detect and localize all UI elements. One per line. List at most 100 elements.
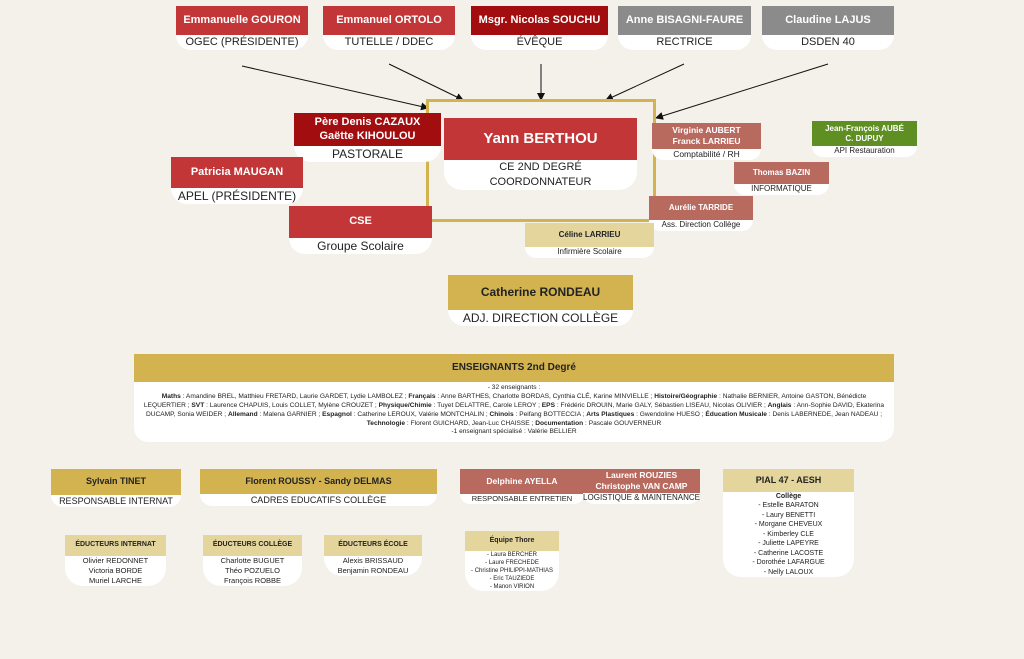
card-line: RESPONSABLE ENTRETIEN — [471, 494, 573, 503]
card-line: Groupe Scolaire — [317, 239, 404, 253]
card-line: LOGISTIQUE & MAINTENANCE — [583, 493, 700, 502]
subject-label: Histoire/Géographie — [654, 392, 718, 400]
card-line: Olivier REDONNET — [82, 556, 149, 565]
card-line: PASTORALE — [332, 147, 403, 161]
subject-label: Espagnol — [322, 410, 352, 418]
card-body: - Laura BERCHER- Laure FRECHEDE- Christi… — [465, 551, 559, 592]
card-header: Patricia MAUGAN — [171, 157, 303, 188]
card-header: Père Denis CAZAUX Gaëtte KIHOULOU — [294, 113, 441, 146]
card-header: ÉDUCTEURS ÉCOLE — [324, 535, 422, 556]
card-line: OGEC (PRÉSIDENTE) — [185, 36, 299, 48]
card-line: CE 2ND DEGRÉ — [499, 161, 582, 173]
card-line: Collège — [775, 493, 802, 500]
card-line: API Restauration — [834, 146, 895, 155]
subject-label: Éducation Musicale — [705, 410, 767, 418]
card-body: Ass. Direction Collège — [649, 220, 753, 231]
subject-label: Arts Plastiques — [586, 410, 635, 418]
subject-teachers: Malena GARNIER — [263, 410, 317, 418]
card-line: INFORMATIQUE — [751, 184, 812, 193]
card-line: - Juliette LAPEYRE — [758, 540, 819, 548]
subject-label: Documentation — [535, 419, 584, 427]
card-header: Catherine RONDEAU — [448, 275, 633, 310]
subject-label: Français — [408, 392, 436, 400]
card-line: Charlotte BUGUET — [220, 556, 285, 565]
arrow — [605, 63, 685, 101]
subject-teachers: Catherine LEROUX, Valérie MONTCHALIN — [357, 410, 484, 418]
card-line: Alexis BRISSAUD — [342, 556, 404, 565]
subject-teachers: Tuyet DELATTRE, Carole LEROY — [437, 401, 537, 409]
card-line: RECTRICE — [656, 36, 713, 48]
card-header: Jean-François AUBÉ C. DUPUY — [812, 121, 917, 146]
card-body: Groupe Scolaire — [289, 238, 432, 255]
card-header: Sylvain TINET — [51, 469, 181, 495]
card-body: Comptabilité / RH — [652, 149, 761, 161]
card-line: Benjamin RONDEAU — [337, 566, 409, 576]
subject-label: Technologie — [366, 419, 406, 427]
card-line: TUTELLE / DDEC — [344, 36, 434, 48]
card-body: CADRES EDUCATIFS COLLÈGE — [200, 494, 437, 507]
card-body: RESPONSABLE ENTRETIEN — [460, 494, 584, 505]
card-line: Infirmière Scolaire — [557, 247, 622, 256]
subject-label: Anglais — [767, 401, 792, 409]
card-line: - Eric TAUZIEDE — [489, 576, 535, 583]
subject-label: Allemand — [227, 410, 258, 418]
card-line: - Morgane CHEVEUX — [754, 521, 823, 529]
card-body: LOGISTIQUE & MAINTENANCE — [583, 493, 700, 504]
card-line: Théo POZUELO — [224, 566, 281, 576]
subject-teachers: Nathalie BERNIER, Antoine GASTON, Bénédi… — [143, 392, 867, 409]
card-body: OGEC (PRÉSIDENTE) — [176, 35, 308, 50]
subject-teachers: Anne BARTHES, Charlotte BORDAS, Cynthia … — [440, 392, 649, 400]
subject-teachers: Pascale GOUVERNEUR — [588, 419, 662, 427]
card-body: PASTORALE — [294, 146, 441, 163]
subject-label: Maths — [161, 392, 181, 400]
subject-teachers: Peifang BOTTECCIA — [519, 410, 581, 418]
card-line: François ROBBE — [223, 576, 282, 586]
card-header: PIAL 47 - AESH — [723, 469, 854, 492]
card-body: RESPONSABLE INTERNAT — [51, 495, 181, 508]
subject-teachers: Laurence CHAPUIS, Louis COLLET, Mylène C… — [209, 401, 374, 409]
card-line: Ass. Direction Collège — [661, 220, 741, 229]
card-line: - Laury BENETTI — [761, 511, 816, 519]
arrow — [655, 63, 829, 120]
card-body: ÉVÊQUE — [471, 35, 608, 50]
teachers-header: ENSEIGNANTS 2nd Degré — [134, 354, 894, 382]
subject-teachers: Florent GUICHARD, Jean-Luc CHAISSE — [410, 419, 530, 427]
card-header: Claudine LAJUS — [762, 6, 894, 35]
card-header: Aurélie TARRIDE — [649, 196, 753, 220]
card-body: Infirmière Scolaire — [525, 247, 654, 258]
subject-teachers: Ann-Sophie DAVID, Ekaterina DUCAMP, Soni… — [145, 401, 885, 418]
subject-teachers: Gwendoline HUESO — [639, 410, 700, 418]
card-line: - Dorothée LAFARGUE — [752, 559, 825, 567]
teachers-body: - 32 enseignants : Maths : Amandine BREL… — [134, 382, 894, 442]
card-line: APEL (PRÉSIDENTE) — [177, 189, 297, 203]
card-header: ÉDUCTEURS COLLÈGE — [203, 535, 302, 556]
subject-teachers: Denis LABERNEDE, Jean NADEAU — [772, 410, 879, 418]
card-body: ADJ. DIRECTION COLLÈGE — [448, 310, 633, 327]
card-line: - Laura BERCHER — [486, 552, 537, 558]
card-header: Emmanuel ORTOLO — [323, 6, 455, 35]
card-header: Équipe Thore — [465, 531, 559, 551]
card-line: - Laure FRECHEDE — [485, 560, 539, 567]
card-body: APEL (PRÉSIDENTE) — [171, 188, 303, 205]
card-line: CADRES EDUCATIFS COLLÈGE — [250, 495, 387, 505]
card-header: Yann BERTHOU — [444, 118, 637, 160]
